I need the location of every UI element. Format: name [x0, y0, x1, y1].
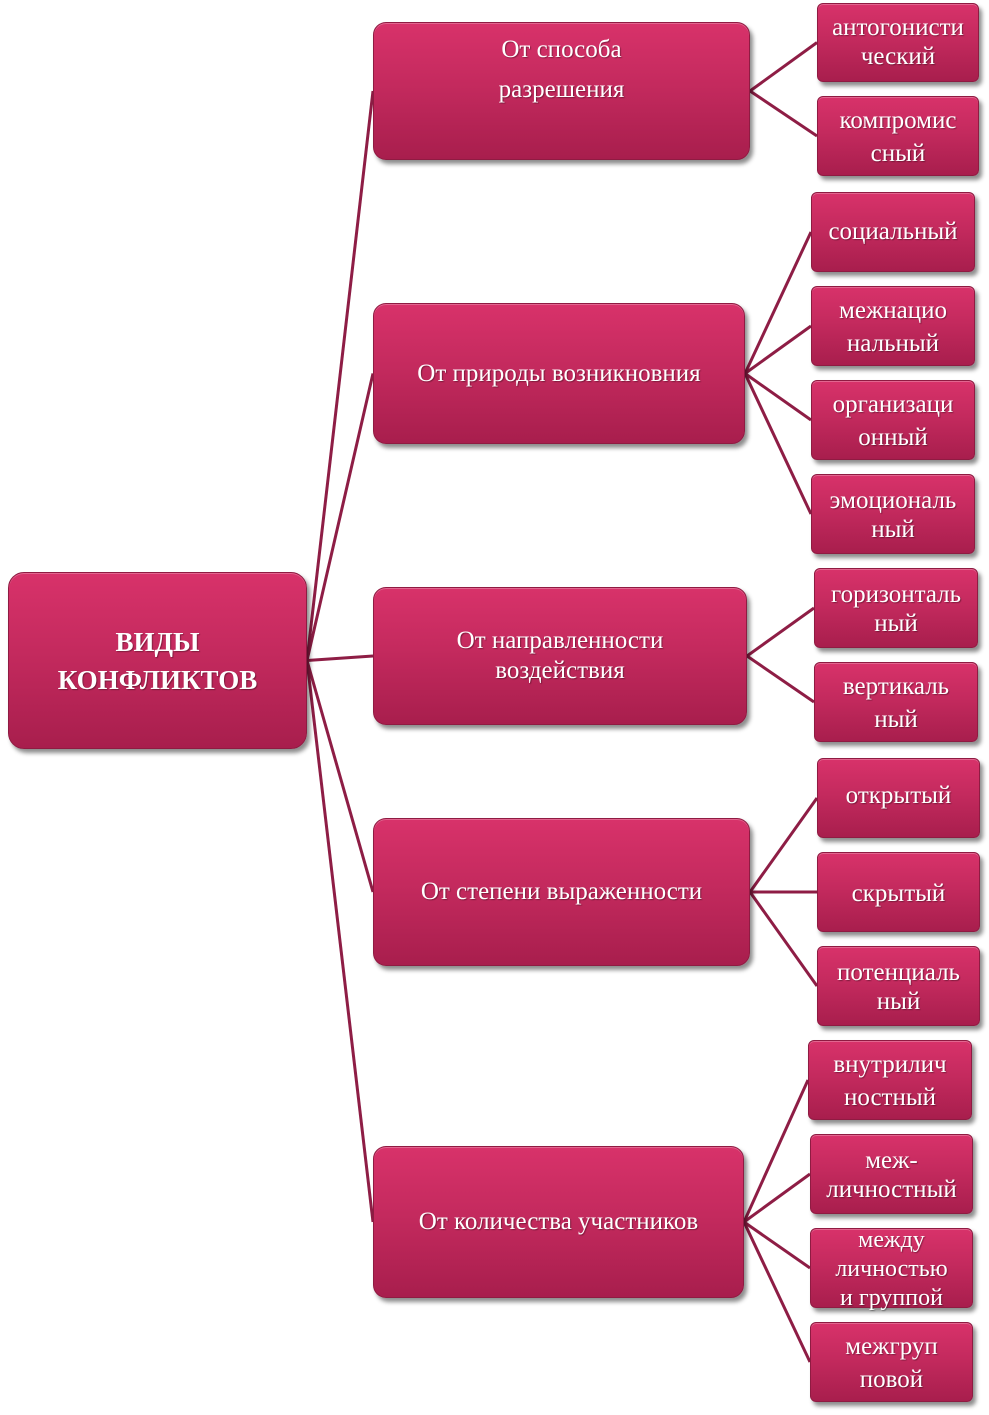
category-by-participants: От количества участников [373, 1146, 744, 1298]
category-by-resolution-method: От способа разрешения [373, 22, 750, 160]
type-between-person-and-group: между личностью и группой [810, 1227, 973, 1311]
type-antagonistic: антогонисти ческий [817, 3, 979, 82]
category-by-direction-to-type-horizontal-line [746, 606, 815, 658]
category-by-origin-to-type-organizational-line [744, 372, 812, 422]
type-open: открытый [817, 758, 980, 838]
type-organizational: организаци онный [811, 380, 975, 460]
category-by-origin-to-type-emotional-line [743, 372, 813, 515]
root-to-category-by-expressiveness-line [305, 660, 375, 893]
root-to-category-by-resolution-method-line [305, 90, 375, 661]
category-by-participants-to-type-intrapersonal-line [742, 1079, 810, 1223]
type-interethnic: межнацио нальный [811, 286, 975, 366]
type-interpersonal: меж- личностный [810, 1134, 973, 1214]
type-vertical: вертикаль ный [814, 662, 978, 742]
category-by-origin-to-type-interethnic-line [744, 324, 812, 375]
type-horizontal: горизонталь ный [814, 568, 978, 648]
type-compromise: компромис сный [817, 96, 979, 176]
category-by-direction: От направленности воздействия [373, 587, 747, 725]
type-social: социальный [811, 192, 975, 272]
type-intrapersonal: внутрилич ностный [808, 1040, 972, 1120]
category-by-expressiveness: От степени выраженности [373, 818, 750, 966]
category-by-expressiveness-to-type-open-line [748, 797, 819, 893]
category-by-direction-to-type-vertical-line [746, 654, 815, 704]
category-by-participants-to-type-interpersonal-line [743, 1172, 811, 1224]
root-to-category-by-participants-line [305, 660, 375, 1223]
type-potential: потенциаль ный [817, 946, 980, 1026]
type-emotional: эмоциональ ный [811, 474, 975, 554]
type-intergroup: межгруп повой [810, 1322, 973, 1402]
root-to-category-by-origin-line [305, 373, 375, 661]
type-hidden: скрытый [817, 852, 980, 932]
category-by-origin-to-type-social-line [743, 231, 813, 375]
category-by-expressiveness-to-type-potential-line [748, 891, 819, 987]
category-by-resolution-method-to-type-antagonistic-line [749, 41, 818, 93]
category-by-participants-to-type-intergroup-line [742, 1221, 812, 1363]
category-by-participants-to-type-between-person-and-group-line [743, 1220, 811, 1270]
category-by-resolution-method-to-type-compromise-line [749, 89, 818, 138]
root-node-conflict-types: ВИДЫ КОНФЛИКТОВ [8, 572, 307, 749]
category-by-origin: От природы возникновния [373, 303, 745, 444]
root-to-category-by-direction-line [306, 654, 374, 662]
